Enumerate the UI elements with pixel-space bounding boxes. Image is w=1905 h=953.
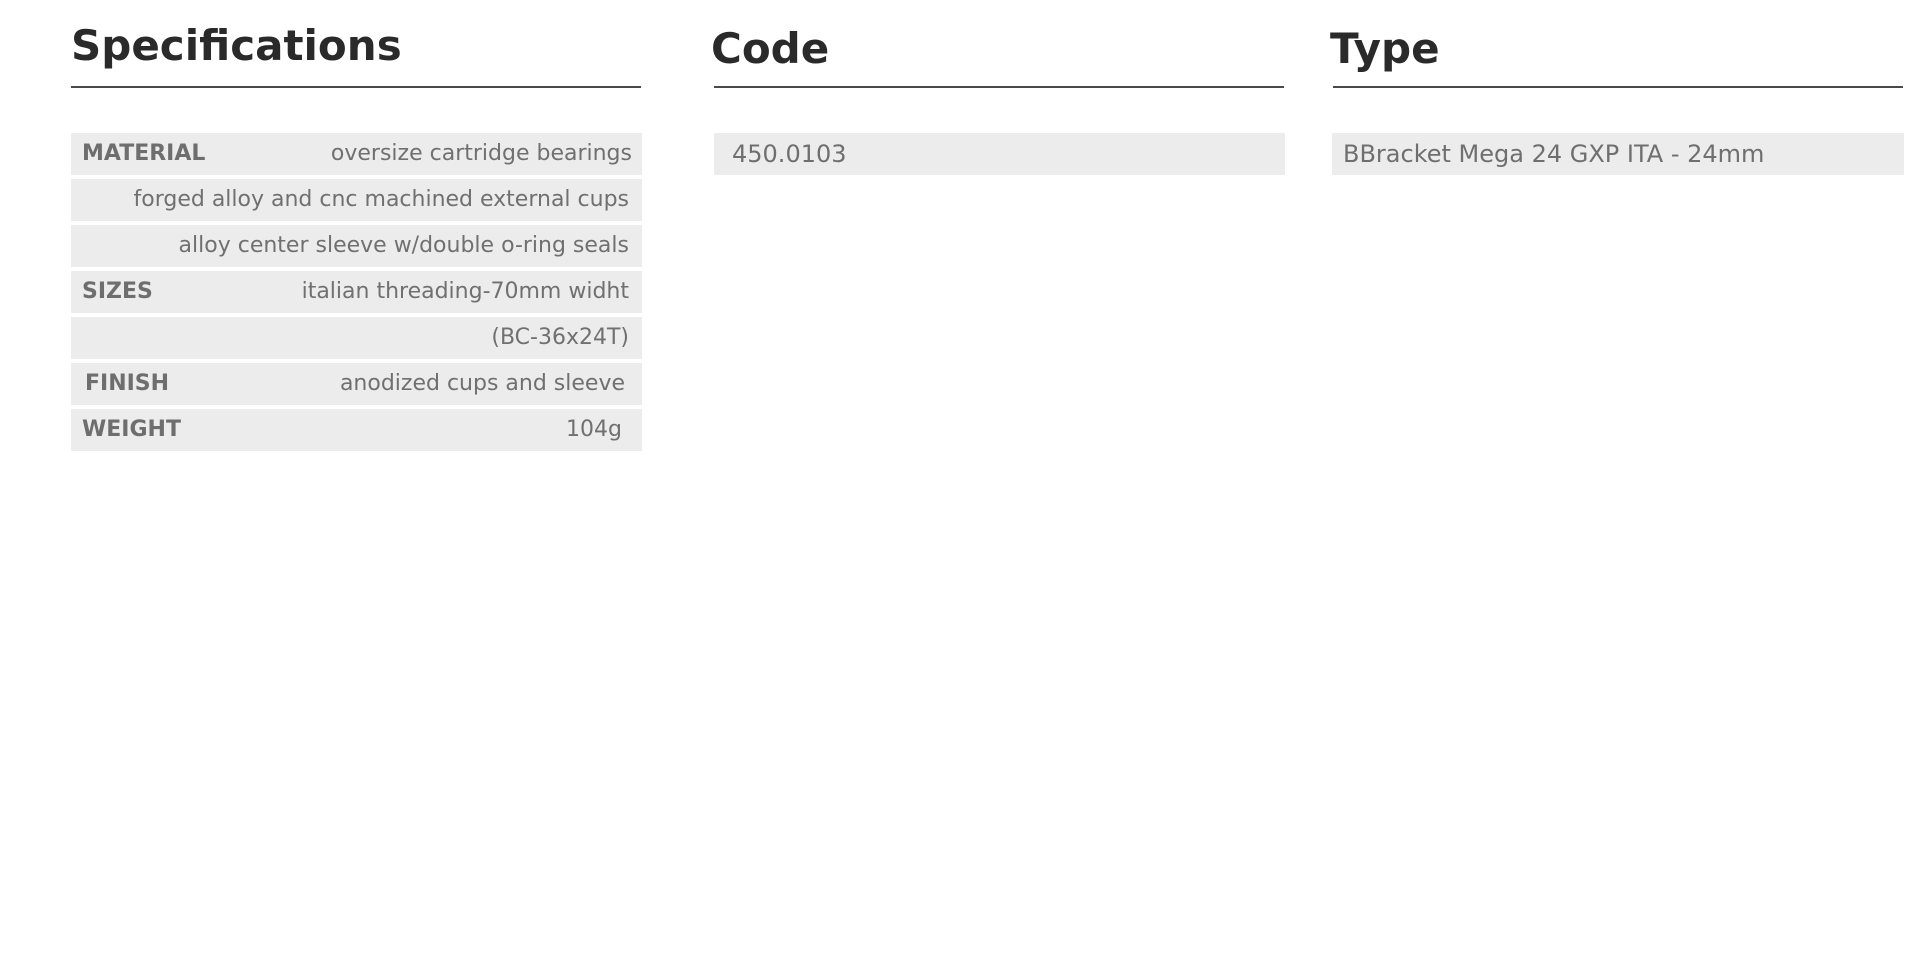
table-row: forged alloy and cnc machined external c… <box>71 179 642 221</box>
type-cell: BBracket Mega 24 GXP ITA - 24mm <box>1332 133 1904 175</box>
table-row: SIZES italian threading-70mm widht <box>71 271 642 313</box>
type-value: BBracket Mega 24 GXP ITA - 24mm <box>1343 140 1765 168</box>
table-row: alloy center sleeve w/double o-ring seal… <box>71 225 642 267</box>
table-row: MATERIAL oversize cartridge bearings <box>71 133 642 175</box>
spec-value: italian threading-70mm widht <box>301 279 629 304</box>
specifications-heading: Specifications <box>71 21 402 70</box>
table-row: WEIGHT 104g <box>71 409 642 451</box>
spec-label-material: MATERIAL <box>82 141 206 166</box>
spec-label-weight: WEIGHT <box>82 417 181 442</box>
spec-value: oversize cartridge bearings <box>330 141 632 166</box>
code-cell: 450.0103 <box>714 133 1285 175</box>
spec-value: forged alloy and cnc machined external c… <box>133 187 630 212</box>
spec-value: 104g <box>566 417 622 442</box>
type-heading: Type <box>1330 24 1440 73</box>
table-row: FINISH anodized cups and sleeve <box>71 363 642 405</box>
spec-label-finish: FINISH <box>85 371 170 396</box>
code-divider <box>714 86 1284 88</box>
type-divider <box>1333 86 1903 88</box>
code-heading: Code <box>711 24 830 73</box>
spec-value: anodized cups and sleeve <box>339 371 625 396</box>
spec-value: alloy center sleeve w/double o-ring seal… <box>178 233 629 258</box>
spec-label-sizes: SIZES <box>82 279 153 304</box>
spec-value: (BC-36x24T) <box>491 325 629 350</box>
table-row: (BC-36x24T) <box>71 317 642 359</box>
specifications-divider <box>71 86 641 88</box>
code-value: 450.0103 <box>732 140 847 168</box>
